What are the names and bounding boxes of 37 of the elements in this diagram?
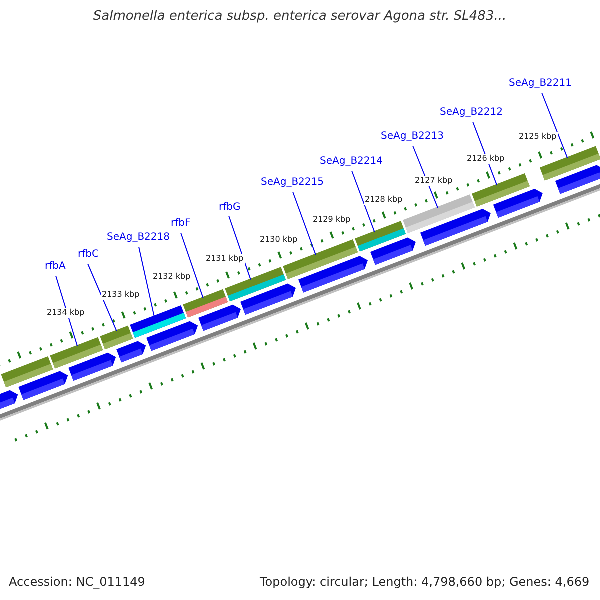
scale-label: 2126 kbp	[466, 154, 506, 164]
gene-label: rfbC	[78, 250, 99, 260]
gene-bar	[472, 173, 530, 207]
scale-label: 2125 kbp	[518, 132, 558, 142]
gene-bar	[225, 267, 286, 302]
gene-label: rfbA	[45, 262, 66, 272]
scale-label: 2129 kbp	[312, 215, 352, 225]
scale-label: 2127 kbp	[414, 176, 454, 186]
title: Salmonella enterica subsp. enterica serovar Agona str. SL483...	[92, 10, 508, 23]
leader-line	[292, 192, 316, 256]
accession-text: Accession: NC_011149	[9, 576, 146, 588]
gene-bar	[100, 326, 134, 350]
scale-label: 2128 kbp	[364, 195, 404, 205]
gene-label: SeAg_B2218	[107, 233, 170, 243]
scale-label: 2131 kbp	[205, 254, 245, 264]
leader-line	[88, 264, 118, 332]
leader-line	[56, 276, 78, 347]
leader-line	[352, 170, 376, 233]
gene-label: rfbG	[219, 203, 241, 213]
gene-label: SeAg_B2212	[440, 108, 503, 118]
gene-label: SeAg_B2215	[261, 178, 324, 188]
leader-line	[542, 92, 568, 159]
scale-label: 2130 kbp	[259, 235, 299, 245]
leader-line	[228, 216, 252, 280]
gene-label: SeAg_B2213	[381, 132, 444, 142]
gene-bar	[355, 221, 406, 252]
scale-label: 2134 kbp	[46, 308, 86, 318]
gene-label: rfbF	[171, 219, 191, 229]
gene-label: SeAg_B2214	[320, 157, 383, 167]
gene-bar	[50, 337, 104, 369]
leader-line	[180, 232, 204, 299]
gene-label: SeAg_B2211	[509, 79, 572, 89]
scale-label: 2132 kbp	[152, 272, 192, 282]
leader-line	[138, 246, 155, 318]
gene-bar	[183, 289, 228, 318]
scale-label: 2133 kbp	[101, 290, 141, 300]
genome-info-text: Topology: circular; Length: 4,798,660 bp; Genes: 4,669	[260, 576, 590, 588]
